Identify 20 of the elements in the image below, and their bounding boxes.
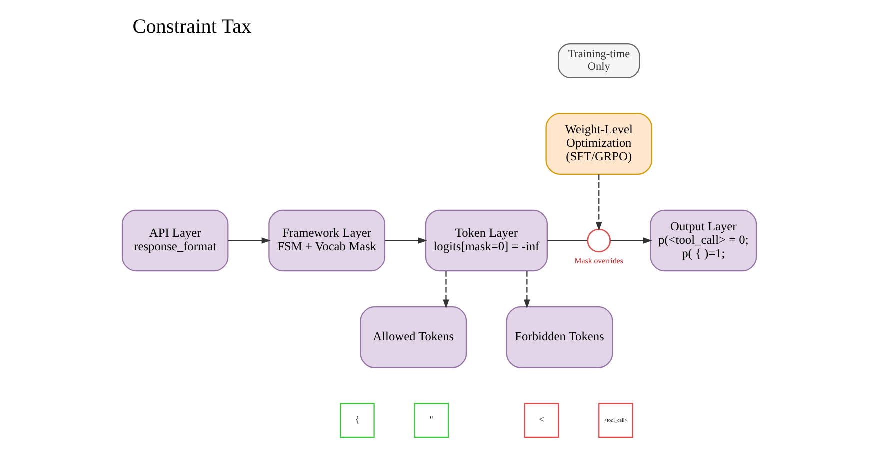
node-box: < <box>524 403 559 438</box>
node-box: Framework Layer FSM + Vocab Mask <box>268 210 386 272</box>
node-box: Weight-Level Optimization (SFT/GRPO) <box>545 113 652 175</box>
arrow <box>442 271 449 309</box>
arrow <box>384 238 427 244</box>
node-box: { <box>340 403 374 438</box>
node-box: Token Layer logits[mask=0] = -inf <box>424 210 548 272</box>
node-box: Training-time Only <box>558 43 640 78</box>
node-circle <box>586 228 611 253</box>
node-box: Allowed Tokens <box>360 306 467 368</box>
node-box: " <box>414 403 449 438</box>
diagram-title: Constraint Tax <box>132 16 252 38</box>
connector <box>547 240 587 242</box>
arrow <box>228 238 270 244</box>
arrow <box>595 174 602 231</box>
node-box: API Layer response_format <box>121 210 228 272</box>
arrow <box>524 271 530 309</box>
arrow <box>610 238 652 244</box>
node-box: Forbidden Tokens <box>506 306 613 368</box>
node-box: Output Layer p(<tool_call> = 0; p( { )=1; <box>650 210 757 272</box>
